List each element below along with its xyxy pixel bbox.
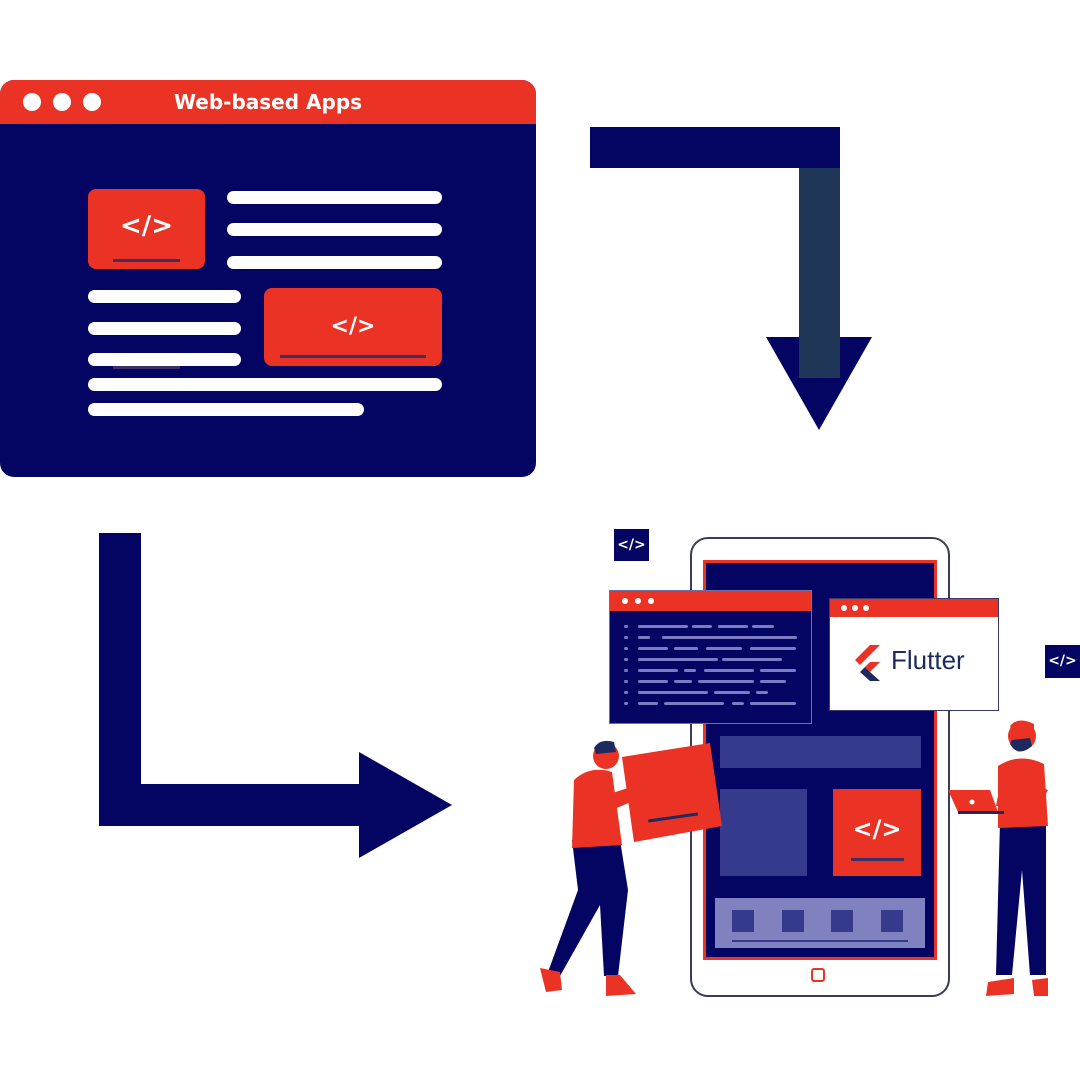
window-dot-icon (635, 598, 641, 604)
card-underline (113, 259, 180, 262)
flutter-logo-icon (855, 645, 880, 681)
nav-square-icon (782, 910, 804, 932)
screen-image-block (720, 789, 807, 876)
code-icon: </> (852, 815, 902, 843)
code-card: </> (264, 288, 442, 366)
window-dot-icon (53, 93, 71, 111)
screen-code-card: </> (833, 789, 921, 876)
window-title: Web-based Apps (173, 90, 363, 114)
window-titlebar (830, 599, 998, 617)
window-dot-icon (23, 93, 41, 111)
code-icon: </> (330, 314, 376, 339)
developer-holding-board (540, 740, 722, 996)
text-line (227, 191, 442, 204)
text-line (227, 223, 442, 236)
text-line (88, 290, 241, 303)
nav-square-icon (732, 910, 754, 932)
window-dot-icon (863, 605, 869, 611)
window-dot-icon (841, 605, 847, 611)
code-tag-icon: </> (1045, 645, 1080, 678)
code-tag-icon: </> (614, 529, 649, 561)
text-line (88, 378, 442, 391)
flutter-label: Flutter (891, 645, 965, 675)
arrow-down-right (590, 127, 872, 430)
nav-square-icon (831, 910, 853, 932)
home-button-icon (811, 968, 825, 982)
code-card: </> (88, 189, 205, 369)
window-titlebar (610, 591, 811, 611)
code-editor-window (609, 590, 812, 724)
screen-banner (720, 736, 921, 768)
developer-with-laptop (948, 720, 1048, 996)
code-icon: </> (119, 211, 174, 241)
window-dot-icon (648, 598, 654, 604)
window-titlebar: Web-based Apps (0, 80, 536, 124)
arrow-right-down (99, 533, 452, 858)
nav-square-icon (881, 910, 903, 932)
card-underline (280, 355, 426, 358)
text-line (227, 256, 442, 269)
nav-underline (732, 940, 908, 942)
window-dot-icon (83, 93, 101, 111)
window-dot-icon (852, 605, 858, 611)
flutter-window: Flutter (829, 598, 999, 711)
web-apps-window: Web-based Apps </> </> (0, 80, 536, 477)
text-line (88, 322, 241, 335)
text-line (88, 353, 241, 366)
card-underline (851, 858, 904, 861)
window-dot-icon (622, 598, 628, 604)
text-line (88, 403, 364, 416)
